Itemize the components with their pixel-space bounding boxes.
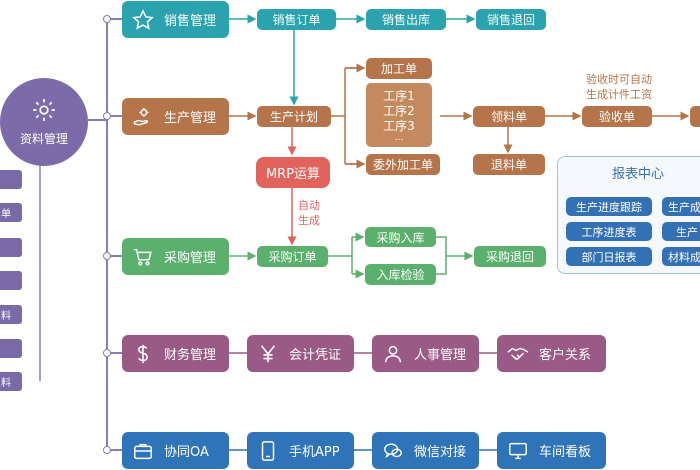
inbound-inspection[interactable]: 入库检验 — [365, 264, 436, 285]
mrp-calculation[interactable]: MRP运算 — [256, 157, 330, 188]
sales-module-label: 销售管理 — [164, 14, 217, 29]
report-center: 报表中心 生产进度跟踪 生产成 工序进度表 生产 部门日报表 材料成 — [557, 156, 700, 274]
hand-gear-icon — [128, 102, 158, 132]
return-material-order[interactable]: 退料单 — [473, 154, 545, 175]
process-step[interactable]: 工序3 — [383, 118, 415, 133]
sales-order[interactable]: 销售订单 — [257, 9, 336, 30]
outsource-order[interactable]: 委外加工单 — [366, 154, 440, 175]
production-module[interactable]: 生产管理 — [122, 98, 229, 135]
left-item[interactable] — [0, 238, 22, 257]
spine-dot — [103, 446, 111, 454]
workshop-board-module[interactable]: 车间看板 — [497, 432, 606, 469]
left-item[interactable] — [0, 170, 22, 189]
process-steps-panel: 工序1 工序2 工序3 ... — [366, 83, 432, 147]
acceptance-order[interactable]: 验收单 — [582, 106, 652, 127]
oa-module[interactable]: 协同OA — [122, 432, 229, 469]
accounting-voucher-module[interactable]: 会计凭证 — [247, 335, 354, 372]
accounting-voucher-label: 会计凭证 — [289, 348, 342, 363]
left-item[interactable]: 料 — [0, 372, 22, 391]
monitor-icon — [503, 436, 533, 466]
left-item[interactable]: 料 — [0, 305, 22, 324]
purchase-module-label: 采购管理 — [164, 251, 217, 266]
purchase-inbound[interactable]: 采购入库 — [365, 227, 436, 247]
hr-module-label: 人事管理 — [414, 348, 467, 363]
hub-label: 资料管理 — [19, 132, 68, 146]
report-item[interactable]: 部门日报表 — [566, 247, 652, 266]
report-item[interactable]: 工序进度表 — [566, 222, 652, 241]
left-item[interactable] — [0, 271, 22, 290]
crm-module-label: 客户关系 — [539, 348, 592, 363]
oa-module-label: 协同OA — [164, 445, 209, 460]
finance-module[interactable]: 财务管理 — [122, 335, 229, 372]
mobile-app-label: 手机APP — [289, 445, 340, 460]
process-step[interactable]: 工序1 — [383, 88, 415, 103]
wechat-module[interactable]: 微信对接 — [372, 432, 479, 469]
wechat-icon — [378, 436, 408, 466]
spine-dot — [103, 252, 111, 260]
sales-module[interactable]: 销售管理 — [122, 1, 229, 38]
report-item[interactable]: 生产 — [662, 222, 700, 241]
sales-return[interactable]: 销售退回 — [476, 9, 546, 30]
gear-icon — [31, 97, 57, 126]
production-plan[interactable]: 生产计划 — [257, 106, 331, 127]
workshop-board-label: 车间看板 — [539, 445, 592, 460]
report-item[interactable]: 生产成 — [662, 197, 700, 216]
report-item[interactable]: 材料成 — [662, 247, 700, 266]
star-icon — [128, 5, 158, 35]
spine-dot — [103, 349, 111, 357]
briefcase-icon — [128, 436, 158, 466]
process-step[interactable]: 工序2 — [383, 103, 415, 118]
spine-dot — [103, 15, 111, 23]
finance-module-label: 财务管理 — [164, 348, 217, 363]
picking-order[interactable]: 领料单 — [473, 106, 545, 127]
next-step-partial — [690, 106, 700, 127]
purchase-order[interactable]: 采购订单 — [257, 246, 328, 267]
production-module-label: 生产管理 — [164, 111, 217, 126]
acceptance-note: 验收时可自动 生成计件工资 — [586, 73, 652, 101]
process-step-more: ... — [394, 132, 404, 143]
purchase-module[interactable]: 采购管理 — [122, 238, 229, 275]
crm-module[interactable]: 客户关系 — [497, 335, 606, 372]
data-management-hub[interactable]: 资料管理 — [0, 78, 88, 166]
dollar-icon — [128, 339, 158, 369]
person-icon — [378, 339, 408, 369]
process-order[interactable]: 加工单 — [366, 58, 432, 79]
spine-dot — [103, 112, 111, 120]
left-item[interactable] — [0, 339, 22, 358]
mobile-app-module[interactable]: 手机APP — [247, 432, 354, 469]
handshake-icon — [503, 339, 533, 369]
cart-icon — [128, 242, 158, 272]
report-item[interactable]: 生产进度跟踪 — [566, 197, 652, 216]
report-center-title: 报表中心 — [611, 167, 664, 182]
yen-icon — [253, 339, 283, 369]
sales-outbound[interactable]: 销售出库 — [366, 9, 446, 30]
phone-icon — [253, 436, 283, 466]
purchase-return[interactable]: 采购退回 — [474, 246, 546, 267]
hr-module[interactable]: 人事管理 — [372, 335, 479, 372]
wechat-module-label: 微信对接 — [414, 445, 467, 460]
left-item[interactable]: 单 — [0, 203, 22, 222]
auto-generate-note: 自动 生成 — [298, 199, 320, 227]
